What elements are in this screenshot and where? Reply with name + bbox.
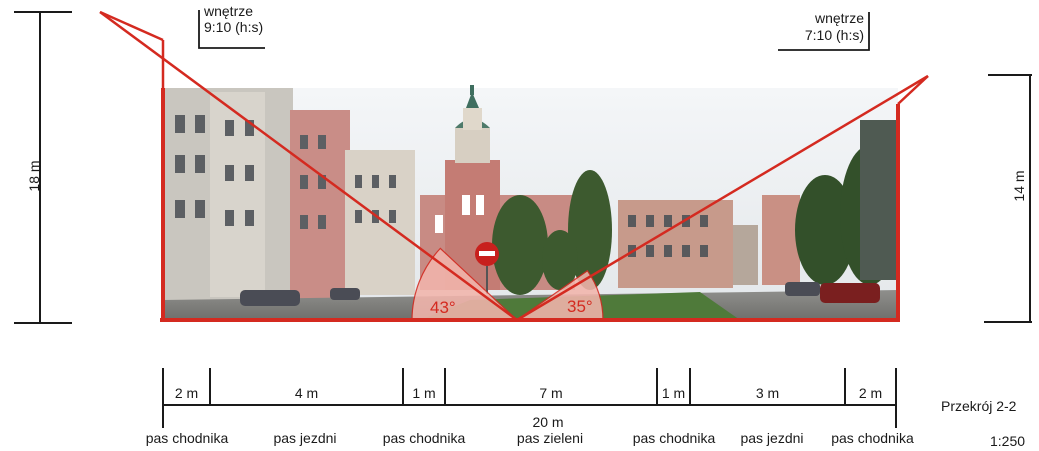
- width-label: 3 m: [755, 385, 780, 401]
- ratio-mark-right: [778, 12, 870, 51]
- width-label: 2 m: [858, 385, 883, 401]
- street-photo: [163, 85, 900, 320]
- width-label: 2 m: [174, 385, 199, 401]
- width-label: 7 m: [539, 385, 563, 401]
- width-label: 1 m: [412, 385, 436, 401]
- section-outline: [99, 10, 929, 322]
- angle-label-right: 35°: [567, 297, 593, 316]
- height-bracket-right: [984, 74, 1032, 323]
- width-label: 4 m: [294, 385, 319, 401]
- zone-label: pas chodnika: [382, 430, 466, 446]
- scale-label: 1:250: [990, 433, 1026, 449]
- angle-label-left: 43°: [430, 298, 456, 317]
- height-label-left: 18 m: [26, 160, 42, 192]
- width-label: 1 m: [661, 385, 686, 401]
- ratio-right-line1: wnętrze: [814, 10, 864, 26]
- right-building: [618, 200, 733, 288]
- height-label-right: 14 m: [1011, 170, 1027, 202]
- zone-label: pas chodnika: [831, 430, 914, 446]
- ratio-left-line1: wnętrze: [204, 3, 254, 19]
- ratio-right-line2: 7:10 (h:s): [804, 27, 864, 43]
- dimension-line: [162, 368, 897, 428]
- total-width-label: 20 m: [532, 414, 564, 430]
- zone-label: pas jezdni: [740, 430, 804, 446]
- height-bracket-left: [14, 11, 72, 324]
- zone-label: pas zieleni: [516, 430, 584, 446]
- section-title: Przekrój 2-2: [941, 398, 1017, 414]
- zone-label: pas jezdni: [273, 430, 337, 446]
- ratio-left-line2: 9:10 (h:s): [204, 19, 264, 35]
- zone-label: pas chodnika: [632, 430, 716, 446]
- ratio-mark-left: [198, 10, 265, 49]
- zone-label: pas chodnika: [145, 430, 229, 446]
